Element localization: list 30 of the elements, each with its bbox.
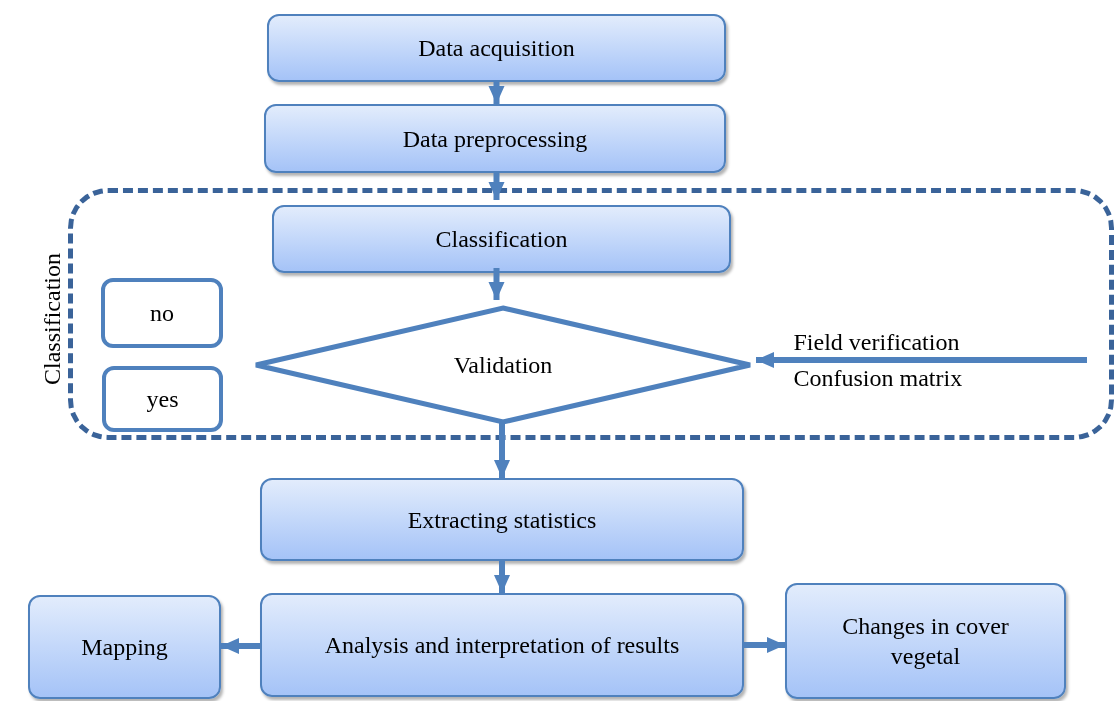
process-box [28, 595, 221, 699]
edge-label: Field verification Confusion matrix [793, 328, 964, 393]
arrow [494, 561, 510, 593]
node-text: Extracting statistics [407, 505, 597, 535]
process-box [260, 478, 744, 561]
arrow [488, 82, 505, 104]
process-box [785, 583, 1066, 699]
option-box [102, 366, 223, 432]
node-text: Changes in cover vegetal [841, 612, 1010, 671]
arrow [488, 268, 505, 300]
node-text: Data acquisition [418, 34, 575, 63]
arrow [756, 352, 1087, 368]
process-box [272, 205, 731, 273]
node-text: Mapping [81, 633, 168, 662]
arrow [488, 173, 505, 200]
node-text: Classification [435, 225, 568, 254]
process-box [267, 14, 726, 82]
arrow [221, 638, 260, 654]
arrow [744, 637, 785, 653]
node-text: no [150, 299, 174, 328]
decision-diamond [253, 305, 753, 425]
node-text: yes [146, 385, 179, 414]
process-box [260, 593, 744, 697]
arrow [494, 420, 510, 478]
group-label: Classification [38, 252, 66, 387]
process-box [264, 104, 726, 173]
node-text: Analysis and interpretation of results [324, 631, 680, 660]
node-text: Data preprocessing [402, 124, 588, 154]
node-text: Validation [453, 351, 553, 380]
option-box [101, 278, 223, 348]
